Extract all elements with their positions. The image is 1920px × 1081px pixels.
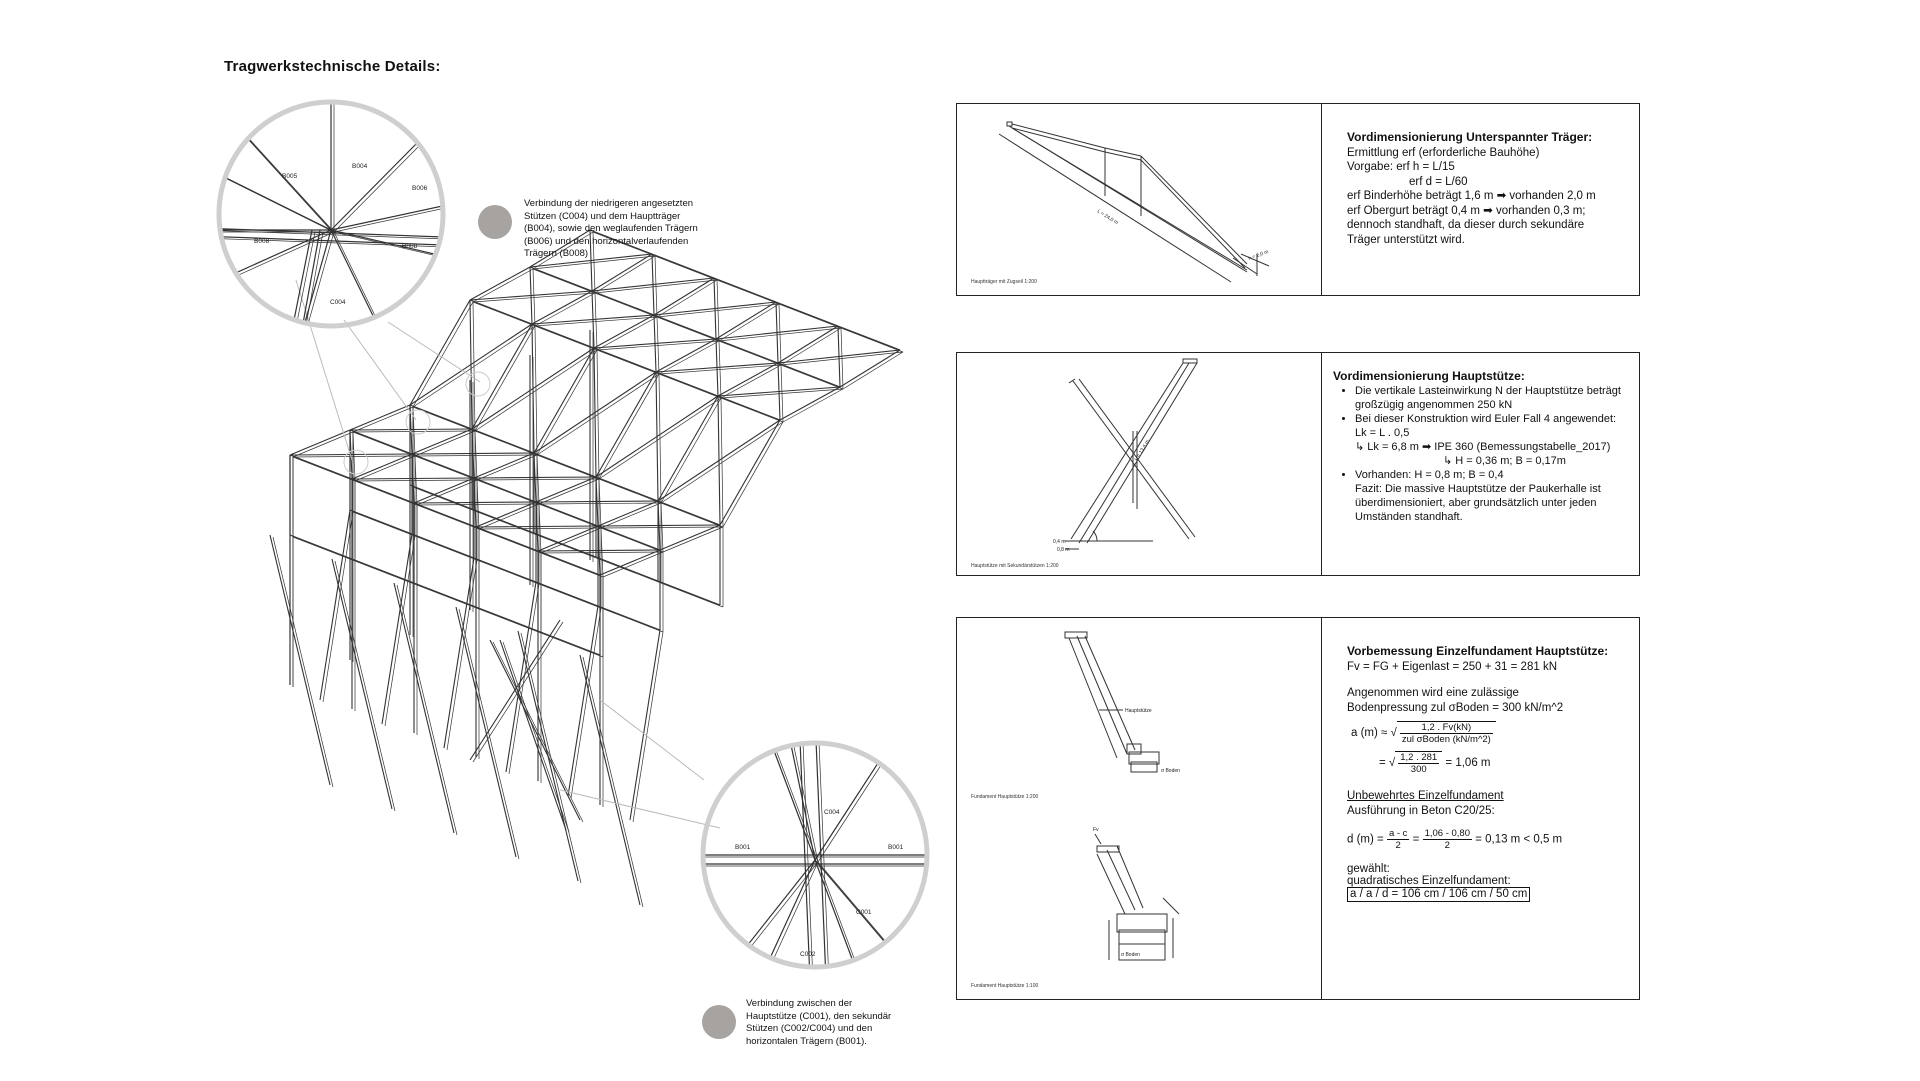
- panel-girder-drawing-area: L = 24,0 m h = 2,0 m Hauptträger mit Zug…: [957, 104, 1322, 295]
- panel-column-caption: Hauptstütze mit Sekundärstützen 1:200: [971, 563, 1059, 569]
- text-line: Träger unterstützt wird.: [1347, 233, 1465, 246]
- text-line: Fv = FG + Eigenlast = 250 + 31 = 281 kN: [1347, 660, 1557, 673]
- panel-girder-heading: Vordimensionierung Unterspannter Träger:: [1347, 130, 1593, 144]
- text-line: Lk = L . 0,5: [1355, 427, 1410, 439]
- panel-column-conclusion: Fazit: Die massive Hauptstütze der Pauke…: [1355, 483, 1601, 523]
- text-line: gewählt:: [1347, 863, 1390, 875]
- detail-bottom-label: B001: [888, 844, 904, 851]
- text-line: Bodenpressung zul σBoden = 300 kN/m^2: [1347, 701, 1564, 714]
- foundation-label: σ Boden: [1121, 952, 1140, 958]
- panel-girder: L = 24,0 m h = 2,0 m Hauptträger mit Zug…: [956, 103, 1640, 296]
- formula-text: a (m) ≈: [1351, 727, 1388, 740]
- sub-heading: Unbewehrtes Einzelfundament: [1347, 790, 1504, 802]
- panel-foundation-drawing-area: Hauptstütze σ Boden Fv σ Boden Fundament…: [957, 618, 1322, 999]
- girder-dim-height: h = 2,0 m: [1248, 249, 1270, 262]
- formula-numerator: 1,2 . 281: [1398, 752, 1440, 764]
- panel-foundation-heading: Vorbemessung Einzelfundament Hauptstütze…: [1347, 644, 1609, 658]
- column-drawing: L = 13,6 m 0,4 m 0,8 m: [1053, 358, 1198, 553]
- detail-bottom-label: C004: [824, 809, 840, 816]
- formula-denominator: 2: [1395, 840, 1401, 851]
- text-line: Ermittlung erf (erforderliche Bauhöhe): [1347, 146, 1540, 159]
- text-line: Lk = 6,8 m ➡ IPE 360 (Bemessungstabelle_…: [1367, 441, 1611, 453]
- detail-circle-bottom: [700, 740, 930, 970]
- text-line: Ausführung in Beton C20/25:: [1347, 804, 1495, 817]
- panel-foundation-text-area: Vorbemessung Einzelfundament Hauptstütze…: [1323, 618, 1639, 999]
- chosen-dimensions-box: a / a / d = 106 cm / 106 cm / 50 cm: [1347, 887, 1531, 902]
- column-dim-length: L = 13,6 m: [1134, 439, 1152, 462]
- formula-result: = 1,06 m: [1445, 757, 1491, 770]
- text-line: ↳ H = 0,36 m; B = 0,17m: [1333, 454, 1638, 468]
- sqrt-icon: √: [1390, 727, 1397, 740]
- detail-top-label: B008: [402, 243, 418, 250]
- formula-text: d (m) =: [1347, 833, 1384, 846]
- callout-text-top: Verbindung der niedrigeren angesetzten S…: [524, 198, 698, 259]
- page-title: Tragwerkstechnische Details:: [224, 58, 441, 75]
- panel-column-text-area: Vordimensionierung Hauptstütze: Die vert…: [1323, 353, 1639, 575]
- callout-text-bottom: Verbindung zwischen der Hauptstütze (C00…: [746, 998, 892, 1047]
- text-line: quadratisches Einzelfundament:: [1347, 875, 1511, 887]
- formula-denominator: zul σBoden (kN/m^2): [1401, 734, 1491, 745]
- bullet-item: Bei dieser Konstruktion wird Euler Fall …: [1355, 412, 1638, 426]
- panel-foundation-caption-bottom: Fundament Hauptstütze 1:100: [971, 983, 1039, 989]
- arrow-icon: ↳: [1443, 455, 1456, 467]
- detail-top-label: C004: [330, 299, 346, 306]
- formula-text: =: [1379, 757, 1386, 770]
- formula-sqrt: 1,2 . Fv(kN)zul σBoden (kN/m^2): [1396, 721, 1496, 745]
- detail-top-label: B005: [282, 173, 298, 180]
- sqrt-icon: √: [1388, 757, 1396, 770]
- column-dim-width: 0,4 m: [1053, 539, 1066, 545]
- detail-bottom-label: C001: [856, 909, 872, 916]
- panel-girder-caption: Hauptträger mit Zugseil 1:200: [971, 279, 1037, 285]
- formula-numerator: a - c: [1386, 828, 1410, 840]
- text-line: ↳ Lk = 6,8 m ➡ IPE 360 (Bemessungstabell…: [1333, 440, 1638, 454]
- panel-foundation: Hauptstütze σ Boden Fv σ Boden Fundament…: [956, 617, 1640, 1000]
- bullet-item: Vorhanden: H = 0,8 m; B = 0,4: [1355, 468, 1638, 482]
- detail-bottom-label: C002: [800, 951, 816, 958]
- foundation-drawing: Hauptstütze σ Boden Fv σ Boden: [1064, 631, 1180, 961]
- panel-column-drawing-area: L = 13,6 m 0,4 m 0,8 m Hauptstütze mit S…: [957, 353, 1322, 575]
- text-line: H = 0,36 m; B = 0,17m: [1455, 455, 1566, 467]
- foundation-label: Hauptstütze: [1125, 708, 1152, 714]
- detail-bottom-label: B001: [735, 844, 751, 851]
- column-dim-height: 0,8 m: [1057, 547, 1070, 553]
- text-line: Angenommen wird eine zulässige: [1347, 687, 1519, 699]
- foundation-label: σ Boden: [1161, 768, 1180, 774]
- panel-foundation-caption-top: Fundament Hauptstütze 1:200: [971, 794, 1039, 800]
- formula-a: a (m) ≈ √ 1,2 . Fv(kN)zul σBoden (kN/m^2…: [1347, 721, 1647, 745]
- arrow-icon: ↳: [1355, 441, 1368, 453]
- detail-top-label: B008: [254, 238, 270, 245]
- panel-girder-text-area: Vordimensionierung Unterspannter Träger:…: [1323, 104, 1639, 295]
- formula-denominator: 2: [1444, 840, 1450, 851]
- formula-numerator: 1,2 . Fv(kN): [1399, 722, 1493, 734]
- callout-dot-top: [478, 205, 512, 239]
- text-line: dennoch standhaft, da dieser durch sekun…: [1347, 219, 1585, 231]
- bullet-item: Die vertikale Lasteinwirkung N der Haupt…: [1355, 384, 1638, 412]
- detail-top-label: B006: [412, 185, 428, 192]
- panel-column-heading: Vordimensionierung Hauptstütze:: [1333, 369, 1525, 383]
- formula-result: = 0,13 m < 0,5 m: [1475, 833, 1563, 846]
- text-line: Vorgabe: erf h = L/15: [1347, 161, 1455, 173]
- detail-top-label: B004: [352, 163, 368, 170]
- text-line: erf Obergurt beträgt 0,4 m ➡ vorhanden 0…: [1347, 204, 1586, 217]
- girder-dim-length: L = 24,0 m: [1096, 209, 1119, 227]
- formula-text: =: [1412, 833, 1420, 846]
- detail-circle-top: [216, 99, 446, 329]
- formula-denominator: 300: [1410, 764, 1427, 775]
- foundation-label: Fv: [1093, 827, 1099, 833]
- girder-drawing: L = 24,0 m h = 2,0 m: [998, 121, 1270, 283]
- text-line: erf Binderhöhe beträgt 1,6 m ➡ vorhanden…: [1347, 190, 1596, 202]
- text-line: erf d = L/60: [1409, 175, 1468, 188]
- panel-column: L = 13,6 m 0,4 m 0,8 m Hauptstütze mit S…: [956, 352, 1640, 576]
- axonometric-structure-drawing: B004 B005 B006 B008 B008 C004 C004 B001 …: [216, 99, 930, 970]
- formula-numerator: 1,06 - 0,80: [1422, 828, 1472, 840]
- callout-dot-bottom: [702, 1005, 736, 1039]
